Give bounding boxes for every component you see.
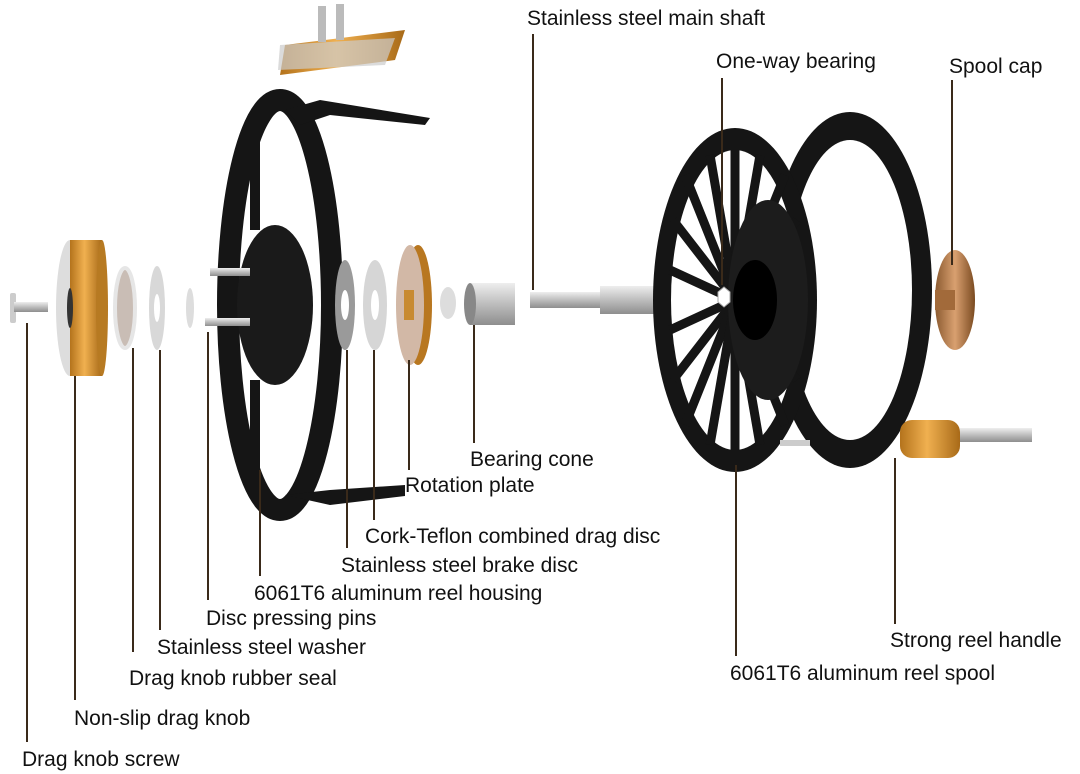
label-reel-handle: Strong reel handle (890, 629, 1062, 652)
drag-knob-screw-icon (10, 293, 48, 323)
label-rotation-plate: Rotation plate (405, 474, 535, 497)
bearing-cone-icon (464, 283, 515, 325)
pin-icon (210, 268, 250, 276)
rotation-plate-icon (396, 245, 432, 365)
label-reel-spool: 6061T6 aluminum reel spool (730, 662, 995, 685)
spool-cap-icon (935, 250, 975, 350)
leader-lines (26, 34, 953, 742)
label-main-shaft: Stainless steel main shaft (527, 7, 766, 30)
label-drag-knob: Non-slip drag knob (74, 707, 251, 730)
label-reel-housing: 6061T6 aluminum reel housing (254, 582, 543, 605)
label-bearing-cone: Bearing cone (470, 448, 594, 471)
label-spool-cap: Spool cap (949, 55, 1043, 78)
drag-knob-icon (56, 240, 108, 376)
reel-housing-icon (217, 89, 430, 521)
label-one-way-bearing: One-way bearing (716, 50, 876, 73)
label-rubber-seal: Drag knob rubber seal (129, 667, 337, 690)
reel-spool-icon (653, 112, 932, 472)
label-pressing-pins: Disc pressing pins (206, 607, 377, 630)
reel-foot-icon (278, 4, 405, 75)
label-washer: Stainless steel washer (157, 636, 366, 659)
rubber-seal-icon (113, 266, 137, 350)
bearing-washer-icon (440, 287, 456, 319)
label-brake-disc: Stainless steel brake disc (341, 554, 578, 577)
label-knob-screw: Drag knob screw (22, 748, 180, 771)
pin-icon (205, 318, 250, 326)
small-washer-icon (186, 288, 194, 328)
label-drag-disc: Cork-Teflon combined drag disc (365, 525, 661, 548)
reel-handle-icon (780, 420, 1032, 458)
